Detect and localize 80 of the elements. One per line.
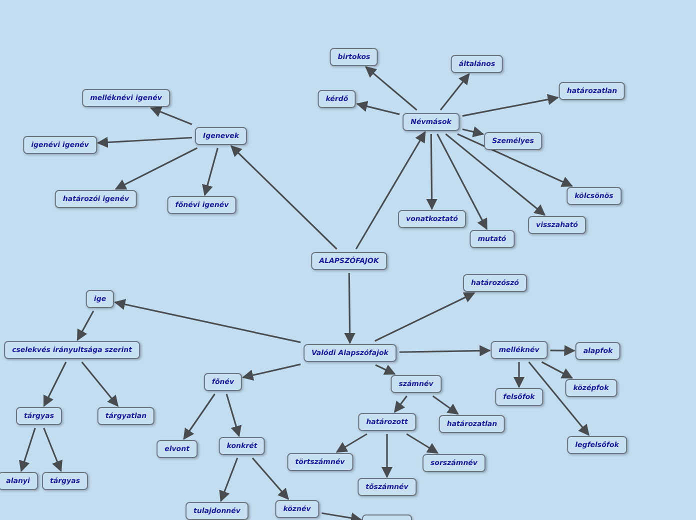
topic-box bbox=[402, 113, 460, 131]
arrow bbox=[183, 394, 216, 440]
arrow bbox=[445, 133, 546, 216]
arrow bbox=[457, 133, 573, 187]
arrow bbox=[541, 361, 574, 379]
topic-box bbox=[82, 89, 170, 107]
arrow bbox=[462, 94, 559, 117]
arrow bbox=[394, 396, 408, 413]
topic-box bbox=[86, 290, 114, 308]
arrow bbox=[462, 126, 484, 138]
arrow bbox=[344, 273, 356, 344]
arrow bbox=[426, 134, 438, 210]
topic-box bbox=[463, 274, 527, 292]
topic-box bbox=[528, 216, 586, 234]
topic-box bbox=[167, 196, 237, 214]
arrow bbox=[76, 310, 94, 341]
topic-box bbox=[358, 413, 416, 431]
arrow bbox=[219, 458, 238, 502]
arrow bbox=[19, 428, 36, 472]
topic-box bbox=[287, 453, 353, 471]
topic-box bbox=[186, 502, 248, 520]
topic-box bbox=[330, 48, 378, 66]
arrow bbox=[513, 362, 525, 388]
arrow bbox=[365, 66, 418, 111]
topic-box bbox=[156, 440, 198, 458]
topic-box bbox=[565, 379, 617, 397]
topic-box bbox=[54, 190, 138, 208]
topic-box bbox=[97, 407, 155, 425]
arrow bbox=[202, 148, 218, 196]
arrow bbox=[114, 298, 301, 344]
topic-box bbox=[204, 373, 242, 391]
topic-box bbox=[575, 342, 621, 360]
arrow bbox=[150, 106, 192, 126]
arrow bbox=[432, 395, 459, 415]
topic-box bbox=[42, 472, 88, 490]
topic-box bbox=[558, 82, 626, 100]
arrow bbox=[399, 345, 491, 356]
arrow bbox=[230, 145, 338, 250]
arrow bbox=[440, 73, 470, 110]
topic-box bbox=[484, 132, 542, 150]
arrow bbox=[375, 364, 396, 375]
topic-box bbox=[194, 127, 248, 145]
arrow bbox=[336, 433, 368, 453]
arrow bbox=[43, 428, 62, 472]
arrow bbox=[528, 362, 590, 436]
topic-box bbox=[16, 407, 62, 425]
topic-box bbox=[275, 500, 319, 518]
topic-box bbox=[318, 90, 356, 108]
topic-box bbox=[4, 341, 140, 359]
topic-box bbox=[390, 375, 442, 393]
arrow bbox=[43, 362, 67, 407]
topic-box bbox=[218, 437, 266, 455]
topic-box bbox=[358, 478, 416, 496]
topic-box bbox=[0, 472, 38, 490]
topic-box bbox=[566, 187, 622, 205]
topic-box bbox=[495, 388, 543, 406]
topic-box bbox=[567, 436, 627, 454]
topic-box bbox=[422, 454, 486, 472]
arrow bbox=[406, 433, 439, 454]
arrow bbox=[436, 134, 488, 230]
arrow bbox=[550, 344, 576, 356]
arrow bbox=[226, 394, 242, 438]
topic-box bbox=[398, 210, 466, 228]
topic-box bbox=[311, 252, 387, 270]
arrow bbox=[381, 434, 393, 478]
topic-box bbox=[450, 55, 504, 73]
topic-box bbox=[490, 341, 548, 359]
topic-box bbox=[438, 415, 506, 433]
arrow bbox=[374, 292, 476, 342]
arrow bbox=[252, 457, 289, 500]
arrow bbox=[81, 362, 119, 407]
arrow bbox=[96, 136, 192, 148]
arrow bbox=[356, 100, 400, 116]
topic-box bbox=[23, 136, 97, 154]
arrow bbox=[355, 131, 426, 250]
topic-box bbox=[304, 344, 396, 362]
arrow bbox=[322, 512, 362, 520]
topic-box bbox=[470, 230, 514, 248]
arrow bbox=[114, 147, 198, 190]
arrow bbox=[242, 364, 301, 381]
